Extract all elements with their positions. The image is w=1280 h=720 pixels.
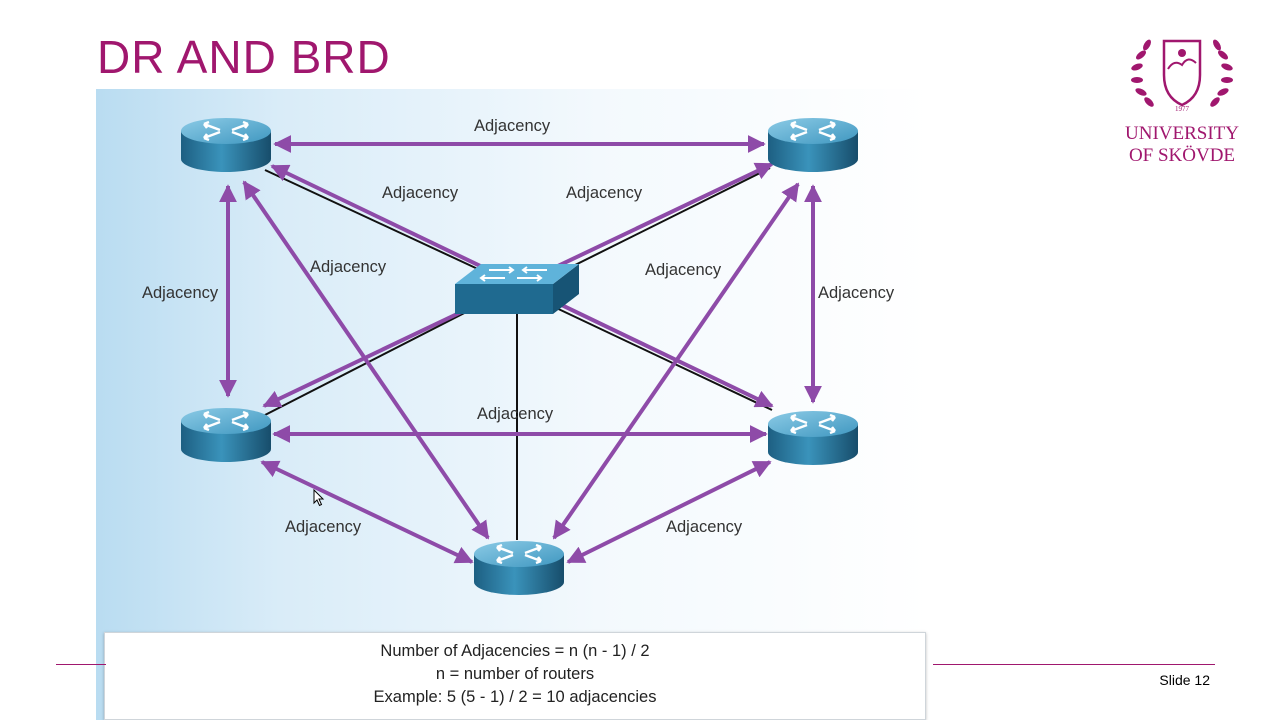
label-adjacency-middle: Adjacency bbox=[477, 405, 554, 423]
router-middle-right bbox=[766, 409, 860, 467]
switch-center bbox=[455, 264, 579, 314]
label-adjacency-top: Adjacency bbox=[474, 117, 551, 135]
router-middle-left bbox=[179, 406, 273, 464]
arrow-tl-b bbox=[242, 180, 490, 540]
crest-shield bbox=[1162, 39, 1202, 107]
footer-rule-right bbox=[933, 664, 1215, 665]
label-adjacency-upper-right: Adjacency bbox=[566, 184, 643, 202]
university-logo: 1977 UNIVERSITY OF SKÖVDE bbox=[1125, 39, 1239, 166]
label-adjacency-left-diagonal: Adjacency bbox=[310, 258, 387, 276]
slide-title: DR AND BRD bbox=[97, 31, 391, 83]
mouse-pointer-icon bbox=[313, 489, 325, 507]
slide-number: Slide 12 bbox=[1159, 672, 1210, 688]
label-adjacency-bottom-right: Adjacency bbox=[666, 518, 743, 536]
switch-cables bbox=[264, 167, 773, 540]
adjacency-diagram: Adjacency Adjacency Adjacency Adjacency … bbox=[96, 89, 930, 720]
formula-line-3: Example: 5 (5 - 1) / 2 = 10 adjacencies bbox=[373, 688, 657, 706]
router-bottom bbox=[472, 539, 566, 597]
logo-line-skovde: OF SKÖVDE bbox=[1129, 145, 1235, 166]
formula-line-2: n = number of routers bbox=[435, 665, 595, 683]
label-adjacency-right: Adjacency bbox=[818, 284, 895, 302]
router-top-left bbox=[179, 116, 273, 174]
laurel-wreath bbox=[1131, 39, 1233, 107]
label-adjacency-right-diagonal: Adjacency bbox=[645, 261, 722, 279]
footer-rule-left bbox=[56, 664, 106, 665]
label-adjacency-bottom-left: Adjacency bbox=[285, 518, 362, 536]
logo-year: 1977 bbox=[1175, 105, 1190, 113]
formula-box: Number of Adjacencies = n (n - 1) / 2 n … bbox=[104, 632, 926, 720]
formula-line-1: Number of Adjacencies = n (n - 1) / 2 bbox=[380, 642, 650, 660]
arrow-ml-b bbox=[260, 460, 474, 564]
logo-line-university: UNIVERSITY bbox=[1125, 123, 1239, 144]
router-top-right bbox=[766, 116, 860, 174]
label-adjacency-upper-left: Adjacency bbox=[382, 184, 459, 202]
label-adjacency-left: Adjacency bbox=[142, 284, 219, 302]
